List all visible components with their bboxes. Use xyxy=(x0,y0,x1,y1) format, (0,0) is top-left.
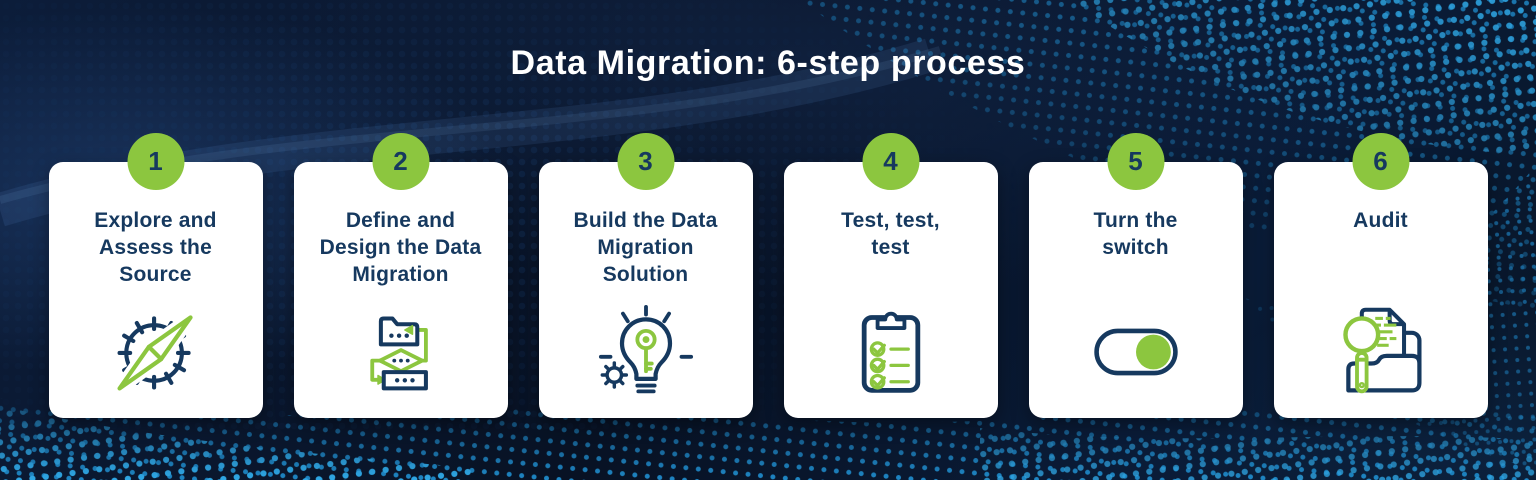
step-card-6: 6 Audit xyxy=(1273,133,1488,418)
step-card-3: 3 Build the Data Migration Solution xyxy=(538,133,753,418)
step-title: Test, test, test xyxy=(841,209,940,259)
step-title: Define and Design the Data Migration xyxy=(319,209,482,286)
checklist-icon xyxy=(784,302,998,402)
step-title: Audit xyxy=(1353,209,1408,232)
step-card-2: 2 Define and Design the Data Migration xyxy=(293,133,508,418)
step-card-1: 1 Explore and Assess the Source xyxy=(48,133,263,418)
step-number-badge: 6 xyxy=(1352,133,1409,190)
compass-icon xyxy=(49,302,263,402)
audit-magnifier-icon xyxy=(1274,302,1488,402)
toggle-switch-icon xyxy=(1029,302,1243,402)
page-title: Data Migration: 6-step process xyxy=(510,44,1026,82)
step-title: Turn the switch xyxy=(1093,209,1178,259)
steps-row: 1 Explore and Assess the Source 2 xyxy=(0,133,1536,418)
data-flow-icon xyxy=(294,302,508,402)
step-card-5: 5 Turn the switch xyxy=(1028,133,1243,418)
step-number-badge: 1 xyxy=(127,133,184,190)
step-title: Build the Data Migration Solution xyxy=(573,209,718,286)
step-number-badge: 2 xyxy=(372,133,429,190)
step-card-4: 4 Test, test, test xyxy=(783,133,998,418)
step-number-badge: 3 xyxy=(617,133,674,190)
lightbulb-key-icon xyxy=(539,302,753,402)
step-number-badge: 5 xyxy=(1107,133,1164,190)
step-number-badge: 4 xyxy=(862,133,919,190)
step-title: Explore and Assess the Source xyxy=(94,209,217,286)
